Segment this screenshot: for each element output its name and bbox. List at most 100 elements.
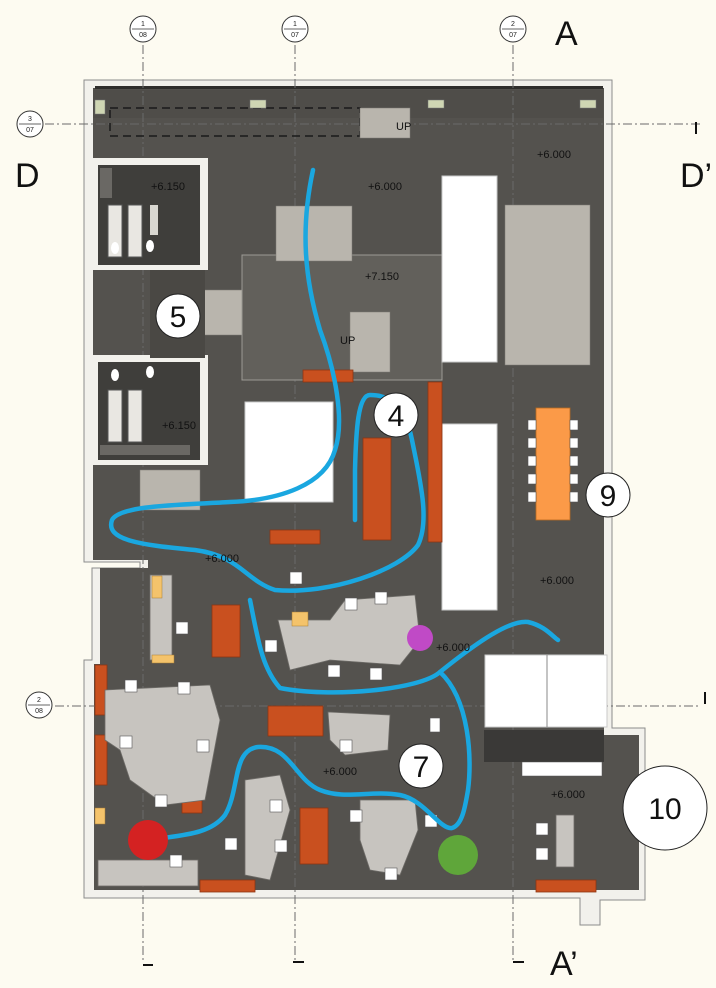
chair: [369, 667, 383, 681]
void-north-center: [441, 175, 498, 363]
chair: [119, 735, 133, 749]
grid-bubble-2-08: 2 08: [25, 691, 53, 719]
section-marker-a-prime: A’: [550, 945, 578, 983]
marker-green-circle: [438, 835, 478, 875]
svg-text:10: 10: [648, 793, 681, 826]
elevation-tag: +6.000: [551, 789, 585, 801]
svg-text:4: 4: [388, 400, 405, 433]
chair: [535, 847, 549, 861]
workstation: [555, 814, 575, 868]
chair: [569, 437, 579, 449]
chair: [384, 867, 398, 881]
bench: [302, 369, 354, 383]
toilet-icon: [111, 369, 119, 381]
chair: [527, 473, 537, 485]
counter: [521, 761, 603, 777]
chair: [169, 854, 183, 868]
svg-text:08: 08: [35, 708, 43, 715]
marker-purple-circle: [407, 625, 433, 651]
void-east-center: [441, 423, 498, 611]
toilet-icon: [146, 240, 154, 252]
chair: [527, 437, 537, 449]
svg-text:5: 5: [170, 301, 187, 334]
east-stair: [504, 204, 591, 366]
space-label-5: 5: [155, 293, 201, 339]
svg-text:1: 1: [141, 21, 145, 28]
space-label-7: 7: [398, 743, 444, 789]
svg-text:07: 07: [26, 127, 34, 134]
svg-text:3: 3: [28, 116, 32, 123]
chair: [124, 679, 138, 693]
grid-bubble-2-07: 2 07: [499, 15, 527, 43]
side-table: [291, 611, 309, 627]
chair: [274, 839, 288, 853]
chair: [154, 794, 168, 808]
bench: [535, 879, 597, 893]
reception-desk: [97, 859, 199, 887]
elevation-tag: +6.150: [162, 420, 196, 432]
north-wall-line: [95, 86, 603, 89]
svg-text:07: 07: [509, 32, 517, 39]
circulation-path-main: [108, 167, 426, 593]
bench: [269, 529, 321, 545]
furniture: [94, 369, 597, 893]
section-marker-d-prime: D’: [680, 157, 712, 195]
elevation-tag: +7.150: [365, 271, 399, 283]
bench: [362, 437, 392, 541]
chair: [339, 739, 353, 753]
section-marker-d: D: [15, 157, 40, 195]
marker-red-circle: [128, 820, 168, 860]
toilet-icon: [111, 242, 119, 254]
elevation-tag: +6.000: [436, 642, 470, 654]
chair: [175, 621, 189, 635]
svg-text:7: 7: [413, 751, 430, 784]
chair: [349, 809, 363, 823]
chair: [569, 473, 579, 485]
elevation-tag: +6.000: [323, 766, 357, 778]
bench: [299, 807, 329, 865]
bench: [427, 381, 443, 543]
elevation-tag: +6.000: [205, 553, 239, 565]
chair: [569, 491, 579, 503]
grid-bubble-3-07: 3 07: [16, 110, 44, 138]
space-label-4: 4: [373, 392, 419, 438]
chair: [177, 681, 191, 695]
chair: [224, 837, 238, 851]
void-east-box: [484, 654, 608, 728]
bench: [199, 879, 256, 893]
central-atrium: UP: [241, 205, 443, 381]
chair: [527, 491, 537, 503]
stair-up-label: UP: [396, 121, 411, 133]
chair: [527, 455, 537, 467]
svg-text:07: 07: [291, 32, 299, 39]
chair: [264, 639, 278, 653]
circulation-path-south: [147, 669, 472, 843]
chair: [569, 455, 579, 467]
bench: [267, 705, 324, 737]
circulation-paths: [108, 167, 561, 843]
grid-bubble-1-07: 1 07: [281, 15, 309, 43]
bench: [211, 604, 241, 658]
side-table: [94, 807, 106, 825]
light-fixture: [94, 99, 106, 115]
chair: [374, 591, 388, 605]
restroom-block-south: [90, 355, 208, 465]
chair: [429, 717, 441, 733]
chair: [527, 419, 537, 431]
chair: [289, 571, 303, 585]
section-marker-a: A: [555, 15, 578, 53]
restroom-block-north: [90, 158, 208, 270]
north-ramp: UP: [94, 99, 597, 139]
meeting-table: [535, 407, 571, 521]
svg-text:2: 2: [37, 697, 41, 704]
circulation-path-loop: [247, 597, 561, 695]
elevation-tag: +6.000: [537, 149, 571, 161]
chair: [269, 799, 283, 813]
stair-up-label: UP: [340, 335, 355, 347]
side-table: [151, 654, 175, 664]
void-atrium-left: [244, 401, 334, 503]
elevation-tag: +6.150: [151, 181, 185, 193]
chair: [196, 739, 210, 753]
side-table: [151, 575, 163, 599]
chair: [569, 419, 579, 431]
